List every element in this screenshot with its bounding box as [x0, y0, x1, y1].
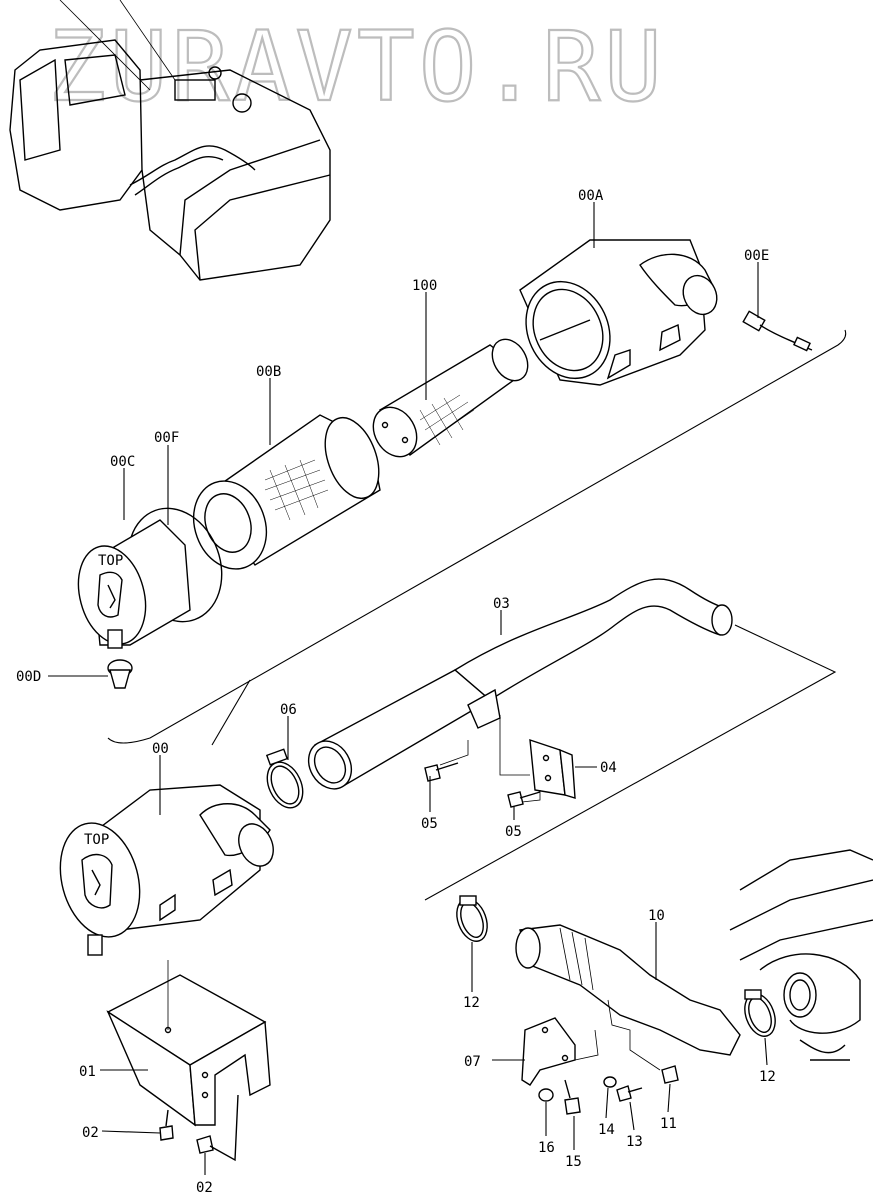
label-15: 15: [565, 1154, 582, 1170]
clamp-06: [265, 748, 304, 809]
label-00B: 00B: [256, 364, 281, 380]
label-00D: 00D: [16, 669, 41, 685]
top-marking-a: TOP: [98, 553, 123, 569]
top-marking-b: TOP: [84, 832, 109, 848]
bolt-02-b: [196, 1094, 239, 1162]
label-00E: 00E: [744, 248, 769, 264]
label-00: 00: [152, 741, 169, 757]
cover-00C: TOP: [77, 519, 191, 649]
watermark: ZURAVTO.RU: [48, 11, 666, 123]
engine-turbo: [729, 849, 873, 1061]
bolt-02-a: [159, 1109, 174, 1141]
support-bracket-01: [106, 960, 271, 1127]
hose-10: [515, 924, 741, 1056]
bolt-13: [616, 1085, 643, 1102]
label-02-b: 02: [196, 1180, 213, 1196]
hose-03: [453, 578, 733, 701]
outer-element-00B: [192, 414, 381, 570]
label-13: 13: [626, 1134, 643, 1150]
bracket-04: [529, 738, 576, 799]
bolt-15: [564, 1079, 581, 1115]
bolt-05-a: [424, 762, 459, 782]
valve-00D: [107, 659, 133, 689]
part-labels: 00A 00E 100 00B 00F 00C 00D 03 06 00 04 …: [16, 188, 776, 1196]
label-12-a: 12: [463, 995, 480, 1011]
bolt-05-b: [507, 791, 541, 808]
washer-16: [538, 1088, 554, 1102]
label-100: 100: [412, 278, 437, 294]
label-10: 10: [648, 908, 665, 924]
excavator-overview: [9, 0, 331, 281]
sensor-00E: [742, 310, 813, 352]
label-01: 01: [79, 1064, 96, 1080]
pipe-section-03: [307, 669, 501, 790]
label-00C: 00C: [110, 454, 135, 470]
label-00A: 00A: [578, 188, 604, 204]
bracket-07: [521, 999, 661, 1086]
label-05-b: 05: [505, 824, 522, 840]
label-04: 04: [600, 760, 617, 776]
label-12-b: 12: [759, 1069, 776, 1085]
housing-00A: [519, 239, 718, 386]
label-03: 03: [493, 596, 510, 612]
air-cleaner-00: TOP: [59, 784, 274, 956]
clamp-12-a: [456, 895, 488, 942]
bolt-11: [661, 1065, 679, 1084]
label-02-a: 02: [82, 1125, 99, 1141]
inner-element-100: [372, 338, 529, 458]
leader-lines: [48, 202, 768, 1175]
washer-14: [603, 1076, 617, 1088]
clamp-12-b: [744, 989, 776, 1037]
label-06: 06: [280, 702, 297, 718]
label-05-a: 05: [421, 816, 438, 832]
label-00F: 00F: [154, 430, 179, 446]
label-14: 14: [598, 1122, 615, 1138]
section-boundary: [107, 329, 847, 744]
label-11: 11: [660, 1116, 677, 1132]
label-16: 16: [538, 1140, 555, 1156]
label-07: 07: [464, 1054, 481, 1070]
